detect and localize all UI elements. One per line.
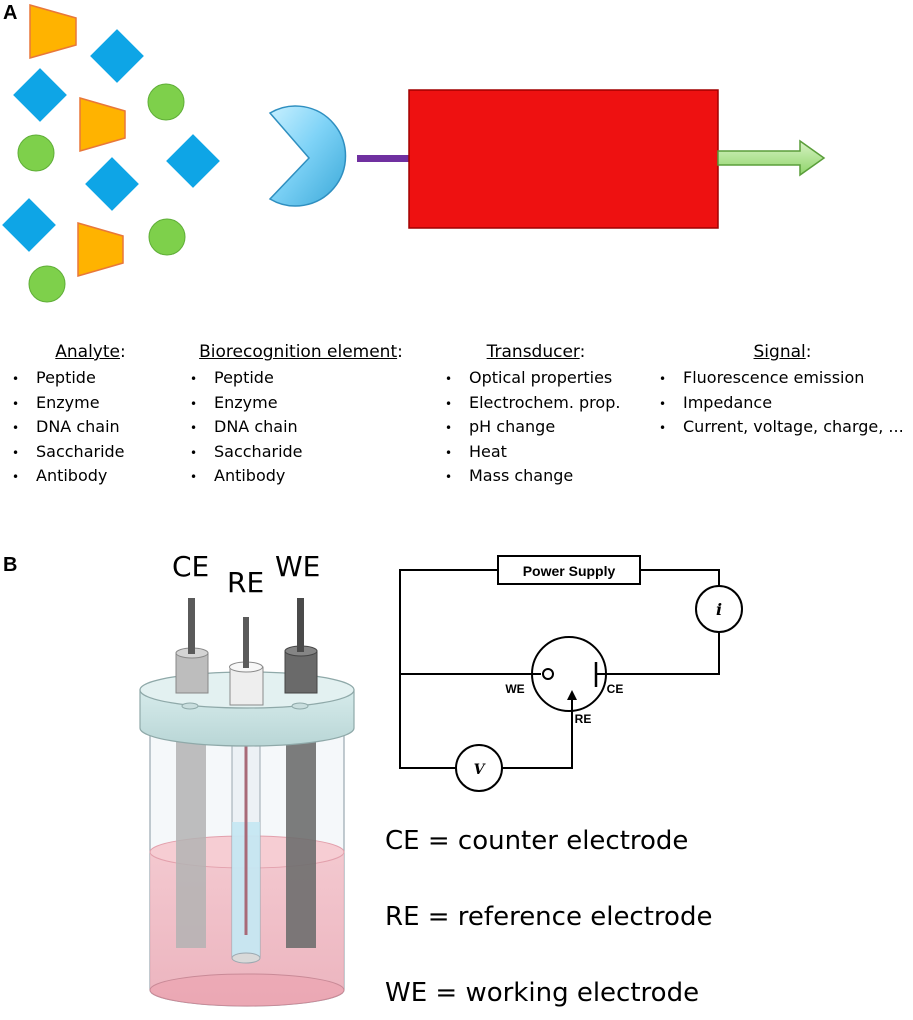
- voltmeter-label: V: [474, 762, 487, 778]
- analyte-circle: [28, 265, 66, 303]
- legend-we: WE = working electrode: [385, 978, 700, 1008]
- panel-b-letter: B: [3, 554, 18, 576]
- analyte-diamond: [166, 134, 220, 188]
- analyte-circle: [147, 83, 185, 121]
- circuit-wire: [640, 569, 720, 586]
- list-item: •Current, voltage, charge, ...: [659, 417, 904, 436]
- counter-electrode-holder: [175, 652, 209, 694]
- legend-ce: CE = counter electrode: [385, 826, 689, 856]
- list-item: •Mass change: [445, 466, 574, 485]
- ammeter-symbol: [695, 585, 743, 633]
- working-electrode-lead: [297, 598, 304, 652]
- column-transducer: Transducer: •Optical properties •Electro…: [441, 340, 631, 489]
- biosensor-schematic: [2, 4, 826, 303]
- panel-a-letter: A: [3, 2, 18, 24]
- circuit-wire: [596, 632, 720, 675]
- voltmeter-symbol: [455, 744, 503, 792]
- column-heading: Analyte: [55, 342, 120, 362]
- list-item: •DNA chain: [190, 417, 298, 436]
- electrochemical-cell-illustration: [139, 598, 355, 1007]
- analyte-diamond: [2, 198, 56, 252]
- list-item: •Enzyme: [12, 392, 100, 412]
- re-label: RE: [227, 566, 265, 599]
- counter-electrode-rod: [176, 720, 206, 948]
- list-item: •Saccharide: [190, 441, 303, 461]
- biorecognition-element: [268, 105, 347, 207]
- we-terminal: [542, 668, 554, 680]
- working-electrode-rod: [286, 720, 316, 948]
- list-item: •Optical properties: [445, 368, 613, 387]
- transducer-block: [408, 89, 719, 229]
- analyte-trapezoid: [29, 4, 77, 59]
- circuit-wire: [502, 697, 573, 769]
- circuit-diagram: Power Supply i V WE CE RE: [399, 555, 743, 792]
- column-heading: Biorecognition element: [199, 342, 398, 362]
- power-supply-box: [497, 555, 641, 585]
- list-item: •Heat: [445, 441, 507, 461]
- column-heading: Signal: [753, 342, 806, 362]
- list-item: •Antibody: [190, 466, 286, 485]
- reference-electrode-lead: [243, 617, 249, 668]
- ce-label: CE: [172, 550, 210, 583]
- analyte-trapezoid: [79, 97, 126, 152]
- analyte-trapezoid: [77, 222, 124, 277]
- list-item: •Electrochem. prop.: [445, 392, 621, 412]
- re-terminal-arrow: [567, 690, 577, 700]
- reference-electrode-holder: [229, 666, 264, 706]
- analyte-diamond: [90, 29, 144, 83]
- list-item: •pH change: [445, 417, 556, 436]
- legend-re: RE = reference electrode: [385, 902, 713, 932]
- list-item: •Impedance: [659, 392, 773, 412]
- analyte-diamond: [85, 157, 139, 211]
- working-electrode-holder: [284, 650, 318, 694]
- analyte-diamond: [13, 68, 67, 122]
- list-item: •DNA chain: [12, 417, 120, 436]
- list-item: •Peptide: [190, 368, 274, 387]
- counter-electrode-lead: [188, 598, 195, 654]
- cell-symbol: [531, 636, 607, 712]
- analyte-circle: [17, 134, 55, 172]
- list-item: •Enzyme: [190, 392, 278, 412]
- circuit-we-label: WE: [505, 682, 524, 696]
- list-item: •Saccharide: [12, 441, 125, 461]
- power-supply-label: Power Supply: [523, 563, 616, 579]
- column-biorecognition: Biorecognition element: •Peptide •Enzyme…: [186, 340, 416, 489]
- list-item: •Antibody: [12, 466, 108, 485]
- column-analyte: Analyte: •Peptide •Enzyme •DNA chain •Sa…: [8, 340, 173, 489]
- circuit-ce-label: CE: [607, 682, 624, 696]
- signal-arrow: [717, 139, 826, 177]
- linker: [357, 155, 410, 162]
- we-label: WE: [275, 550, 321, 583]
- circuit-re-label: RE: [575, 712, 592, 726]
- circuit-wire: [399, 569, 498, 769]
- ammeter-label: i: [716, 600, 722, 619]
- list-item: •Fluorescence emission: [659, 368, 865, 387]
- column-signal: Signal: •Fluorescence emission •Impedanc…: [655, 340, 910, 440]
- list-item: •Peptide: [12, 368, 96, 387]
- analyte-circle: [148, 218, 186, 256]
- column-heading: Transducer: [486, 342, 580, 362]
